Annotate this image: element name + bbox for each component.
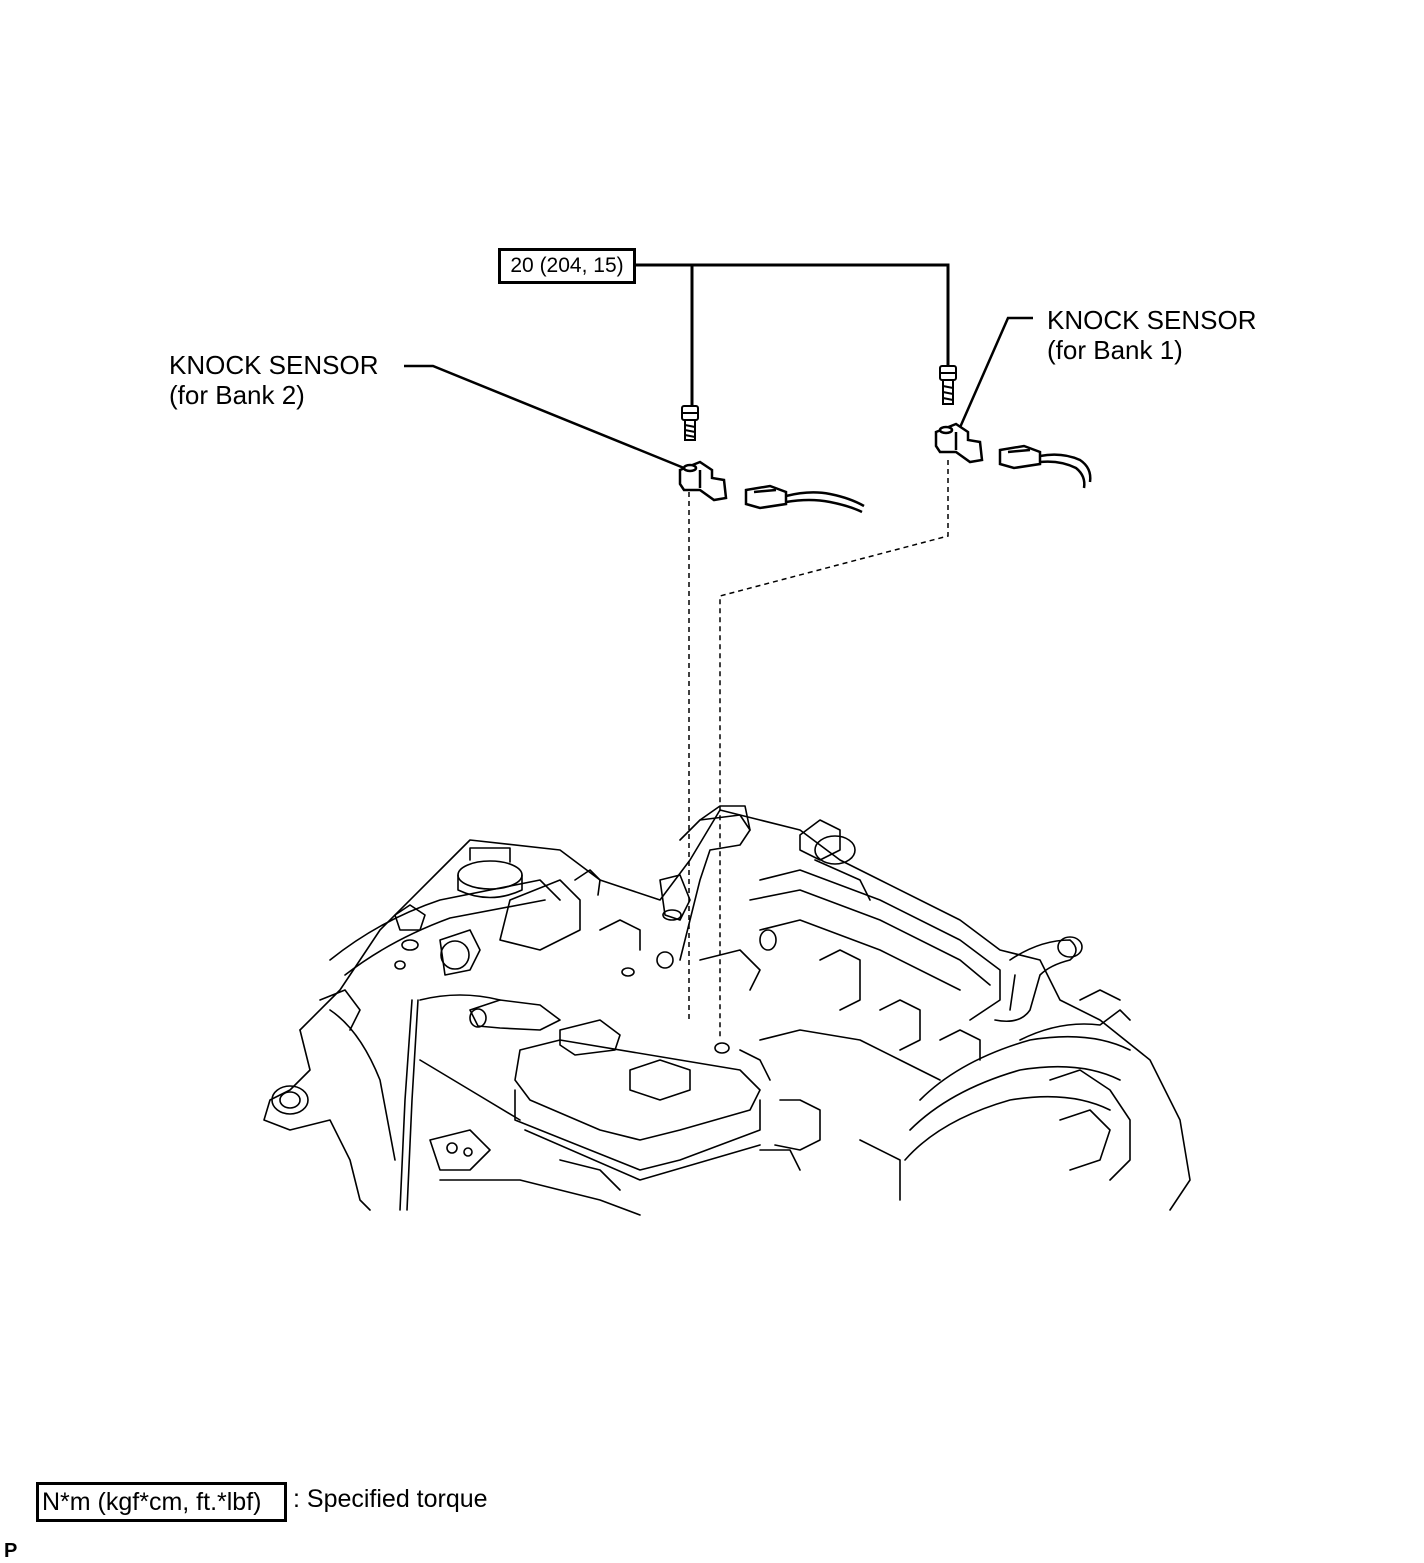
legend-description: : Specified torque (293, 1485, 488, 1513)
corner-mark: P (4, 1540, 18, 1562)
knock-sensor-bank1-subtitle: (for Bank 1) (1047, 335, 1183, 365)
knock-sensor-bank1-label: KNOCK SENSOR (for Bank 1) (1047, 305, 1257, 365)
torque-spec-box: 20 (204, 15) (498, 248, 636, 284)
connector-bank2 (744, 484, 865, 514)
knock-sensor-bank1 (934, 422, 984, 464)
knock-sensor-bank1-title: KNOCK SENSOR (1047, 305, 1257, 335)
knock-sensor-bank2 (678, 460, 728, 502)
sensor-leader-lines (404, 316, 1033, 470)
bolt-bank1 (939, 365, 957, 405)
knock-sensor-bank2-subtitle: (for Bank 2) (169, 380, 305, 410)
connector-bank1 (998, 444, 1092, 489)
engine-assembly-drawing (263, 805, 1191, 1216)
legend-unit-box: N*m (kgf*cm, ft.*lbf) (36, 1482, 287, 1522)
knock-sensor-bank2-title: KNOCK SENSOR (169, 350, 379, 380)
knock-sensor-bank2-label: KNOCK SENSOR (for Bank 2) (169, 350, 379, 410)
torque-leader-lines (636, 263, 950, 408)
bolt-bank2 (681, 405, 699, 441)
